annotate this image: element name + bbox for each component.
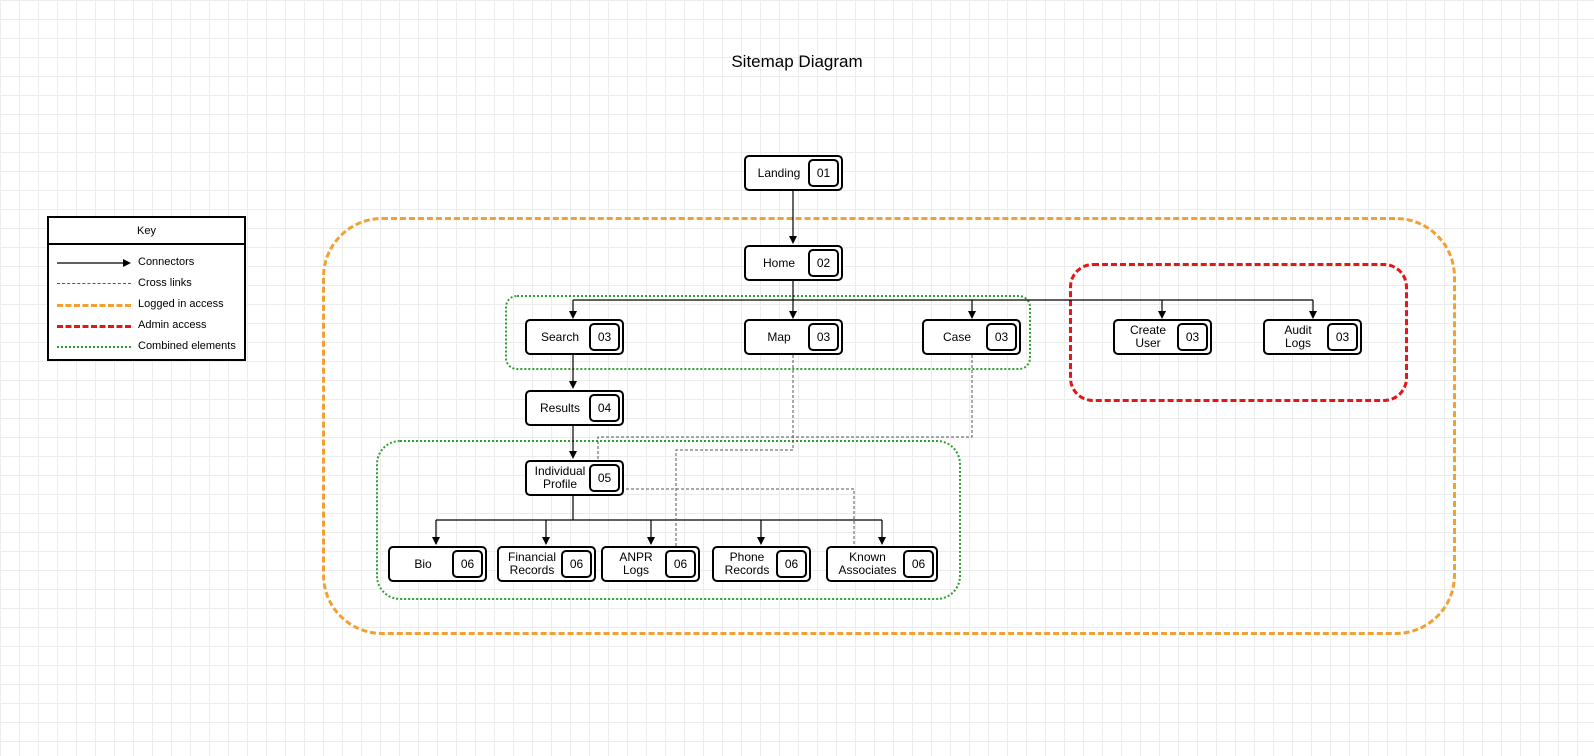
- node-results[interactable]: Results 04: [525, 390, 624, 426]
- node-code: 06: [452, 550, 483, 578]
- connector-arrow-icon: [57, 259, 131, 267]
- node-label: Phone Records: [724, 550, 770, 577]
- node-label: Bio: [414, 556, 432, 571]
- cross-link-case-profile: [597, 355, 973, 462]
- node-case[interactable]: Case 03: [922, 319, 1021, 355]
- legend-label: Combined elements: [138, 340, 236, 352]
- legend-label: Logged in access: [138, 298, 224, 310]
- node-label: Financial Records: [507, 550, 557, 577]
- node-label: Individual Profile: [534, 464, 586, 491]
- node-code: 06: [776, 550, 807, 578]
- node-code: 04: [589, 394, 620, 422]
- legend-item-combined-elements: Combined elements: [49, 337, 244, 357]
- node-code: 06: [561, 550, 592, 578]
- node-label: Known Associates: [838, 550, 897, 577]
- node-code: 03: [1177, 323, 1208, 351]
- diagram-title: Sitemap Diagram: [731, 52, 863, 71]
- node-known-associates[interactable]: Known Associates 06: [826, 546, 938, 582]
- node-audit-logs[interactable]: Audit Logs 03: [1263, 319, 1362, 355]
- admin-access-region: [1069, 263, 1408, 402]
- node-label: Search: [540, 329, 580, 344]
- legend-label: Admin access: [138, 319, 207, 331]
- node-code: 06: [665, 550, 696, 578]
- node-label: ANPR Logs: [619, 550, 653, 577]
- node-landing[interactable]: Landing 01: [744, 155, 843, 191]
- node-label: Case: [942, 329, 971, 344]
- legend-item-admin-access: Admin access: [49, 316, 244, 336]
- node-label: Create User: [1129, 323, 1167, 350]
- legend-title: Key: [49, 218, 244, 245]
- cross-link-profile-known-associates: [621, 488, 855, 546]
- combined-line-icon: [57, 346, 131, 348]
- node-individual-profile[interactable]: Individual Profile 05: [525, 460, 624, 496]
- legend-label: Connectors: [138, 256, 195, 268]
- node-code: 06: [903, 550, 934, 578]
- node-code: 03: [1327, 323, 1358, 351]
- node-financial-records[interactable]: Financial Records 06: [497, 546, 596, 582]
- node-search[interactable]: Search 03: [525, 319, 624, 355]
- logged-in-access-region: [322, 217, 1456, 635]
- node-code: 01: [808, 159, 839, 187]
- node-anpr-logs[interactable]: ANPR Logs 06: [601, 546, 700, 582]
- legend-item-connectors: Connectors: [49, 253, 244, 273]
- legend-label: Cross links: [138, 277, 192, 289]
- admin-line-icon: [57, 325, 131, 328]
- node-phone-records[interactable]: Phone Records 06: [712, 546, 811, 582]
- node-label: Audit Logs: [1284, 323, 1312, 350]
- node-label: Map: [767, 329, 791, 344]
- node-code: 02: [808, 249, 839, 277]
- legend: Key Connectors Cross links Logged in acc…: [47, 216, 246, 361]
- node-code: 03: [589, 323, 620, 351]
- node-code: 03: [808, 323, 839, 351]
- node-map[interactable]: Map 03: [744, 319, 843, 355]
- combined-elements-region-bottom: [376, 440, 961, 600]
- legend-item-cross-links: Cross links: [49, 274, 244, 294]
- logged-in-line-icon: [57, 304, 131, 307]
- legend-item-logged-in-access: Logged in access: [49, 295, 244, 315]
- node-code: 05: [589, 464, 620, 492]
- node-label: Landing: [757, 165, 801, 180]
- node-home[interactable]: Home 02: [744, 245, 843, 281]
- node-bio[interactable]: Bio 06: [388, 546, 487, 582]
- node-code: 03: [986, 323, 1017, 351]
- node-create-user[interactable]: Create User 03: [1113, 319, 1212, 355]
- combined-elements-region-top: [505, 295, 1031, 370]
- node-label: Results: [539, 400, 580, 415]
- cross-link-map-anpr: [675, 355, 794, 546]
- cross-link-line-icon: [57, 283, 131, 284]
- node-label: Home: [762, 255, 795, 270]
